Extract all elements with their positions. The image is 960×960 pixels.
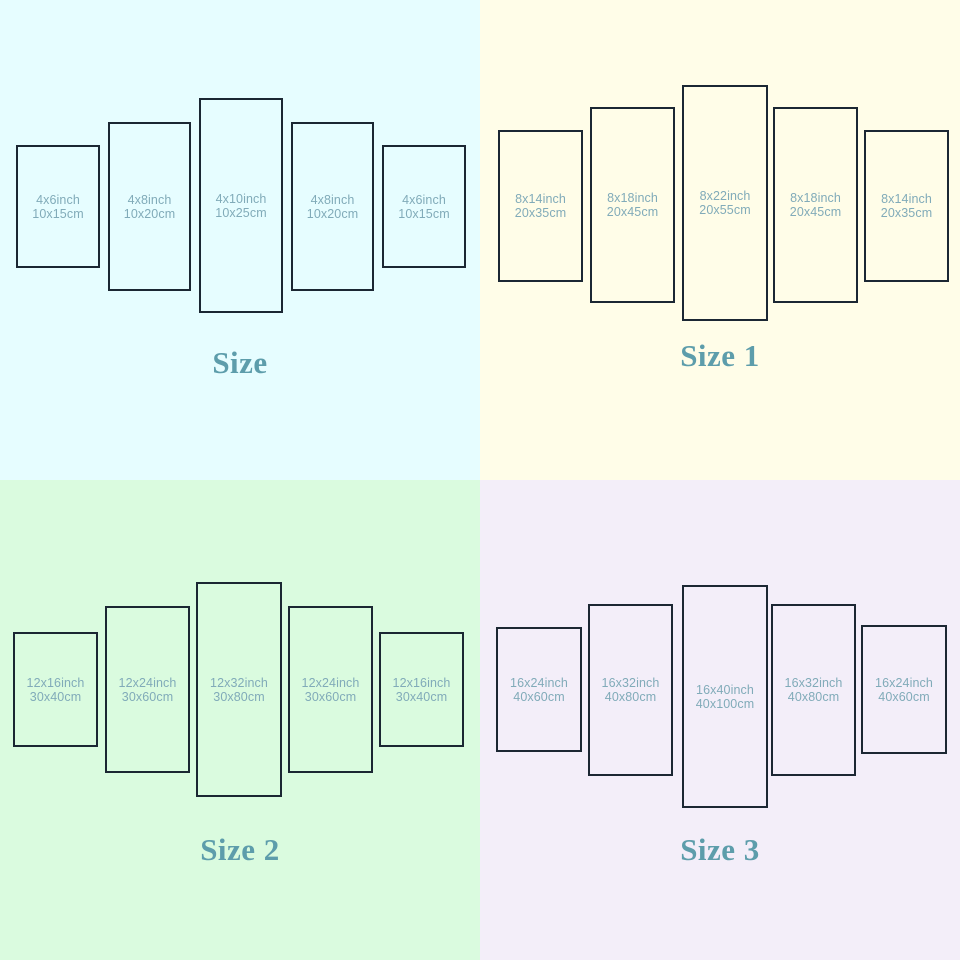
dimension-centimeters: 20x35cm — [880, 206, 933, 220]
dimension-inches: 12x16inch — [26, 675, 85, 690]
dimension-centimeters: 40x100cm — [695, 696, 755, 711]
dimension-centimeters: 40x80cm — [787, 690, 840, 704]
dimension-inches: 12x32inch — [210, 675, 268, 690]
dimension-inches: 12x24inch — [301, 675, 360, 690]
dimension-inches: 16x24inch — [510, 675, 568, 690]
quadrant-title-size-1: Size 1 — [680, 338, 760, 373]
dimension-inches: 4x10inch — [215, 191, 267, 206]
dimension-centimeters: 10x15cm — [398, 206, 450, 221]
dimension-centimeters: 20x55cm — [699, 203, 751, 217]
dimension-centimeters: 30x60cm — [121, 689, 174, 704]
dimension-inches: 16x24inch — [875, 675, 933, 690]
dimension-centimeters: 40x60cm — [878, 689, 930, 704]
dimension-inches: 8x18inch — [790, 191, 841, 205]
quadrant-title-size-2: Size 2 — [200, 832, 280, 867]
dimension-centimeters: 20x45cm — [789, 205, 842, 219]
quadrant-title-size: Size — [212, 345, 268, 380]
dimension-inches: 12x24inch — [118, 675, 177, 690]
dimension-centimeters: 40x60cm — [513, 689, 565, 704]
dimension-centimeters: 20x45cm — [606, 205, 659, 219]
dimension-inches: 16x40inch — [696, 682, 754, 697]
dimension-centimeters: 10x20cm — [123, 206, 176, 221]
dimension-centimeters: 40x80cm — [604, 690, 657, 704]
dimension-centimeters: 10x20cm — [306, 206, 359, 221]
dimension-inches: 16x32inch — [601, 676, 660, 690]
dimension-inches: 16x32inch — [784, 676, 843, 690]
dimension-inches: 8x14inch — [515, 192, 566, 206]
dimension-centimeters: 30x40cm — [29, 689, 82, 704]
dimension-inches: 4x6inch — [402, 192, 446, 207]
dimension-inches: 8x14inch — [881, 192, 932, 206]
dimension-inches: 4x8inch — [127, 192, 172, 207]
quadrant-title-size-3: Size 3 — [680, 832, 760, 867]
dimension-inches: 8x18inch — [607, 191, 658, 205]
dimension-inches: 8x22inch — [699, 189, 751, 203]
dimension-centimeters: 30x80cm — [213, 689, 265, 704]
dimension-centimeters: 10x25cm — [215, 205, 267, 220]
dimension-inches: 4x6inch — [36, 192, 80, 207]
dimension-centimeters: 20x35cm — [514, 206, 567, 220]
dimension-centimeters: 10x15cm — [32, 206, 84, 221]
dimension-centimeters: 30x60cm — [304, 689, 357, 704]
dimension-centimeters: 30x40cm — [395, 689, 448, 704]
dimension-inches: 4x8inch — [310, 192, 355, 207]
dimension-inches: 12x16inch — [392, 675, 451, 690]
